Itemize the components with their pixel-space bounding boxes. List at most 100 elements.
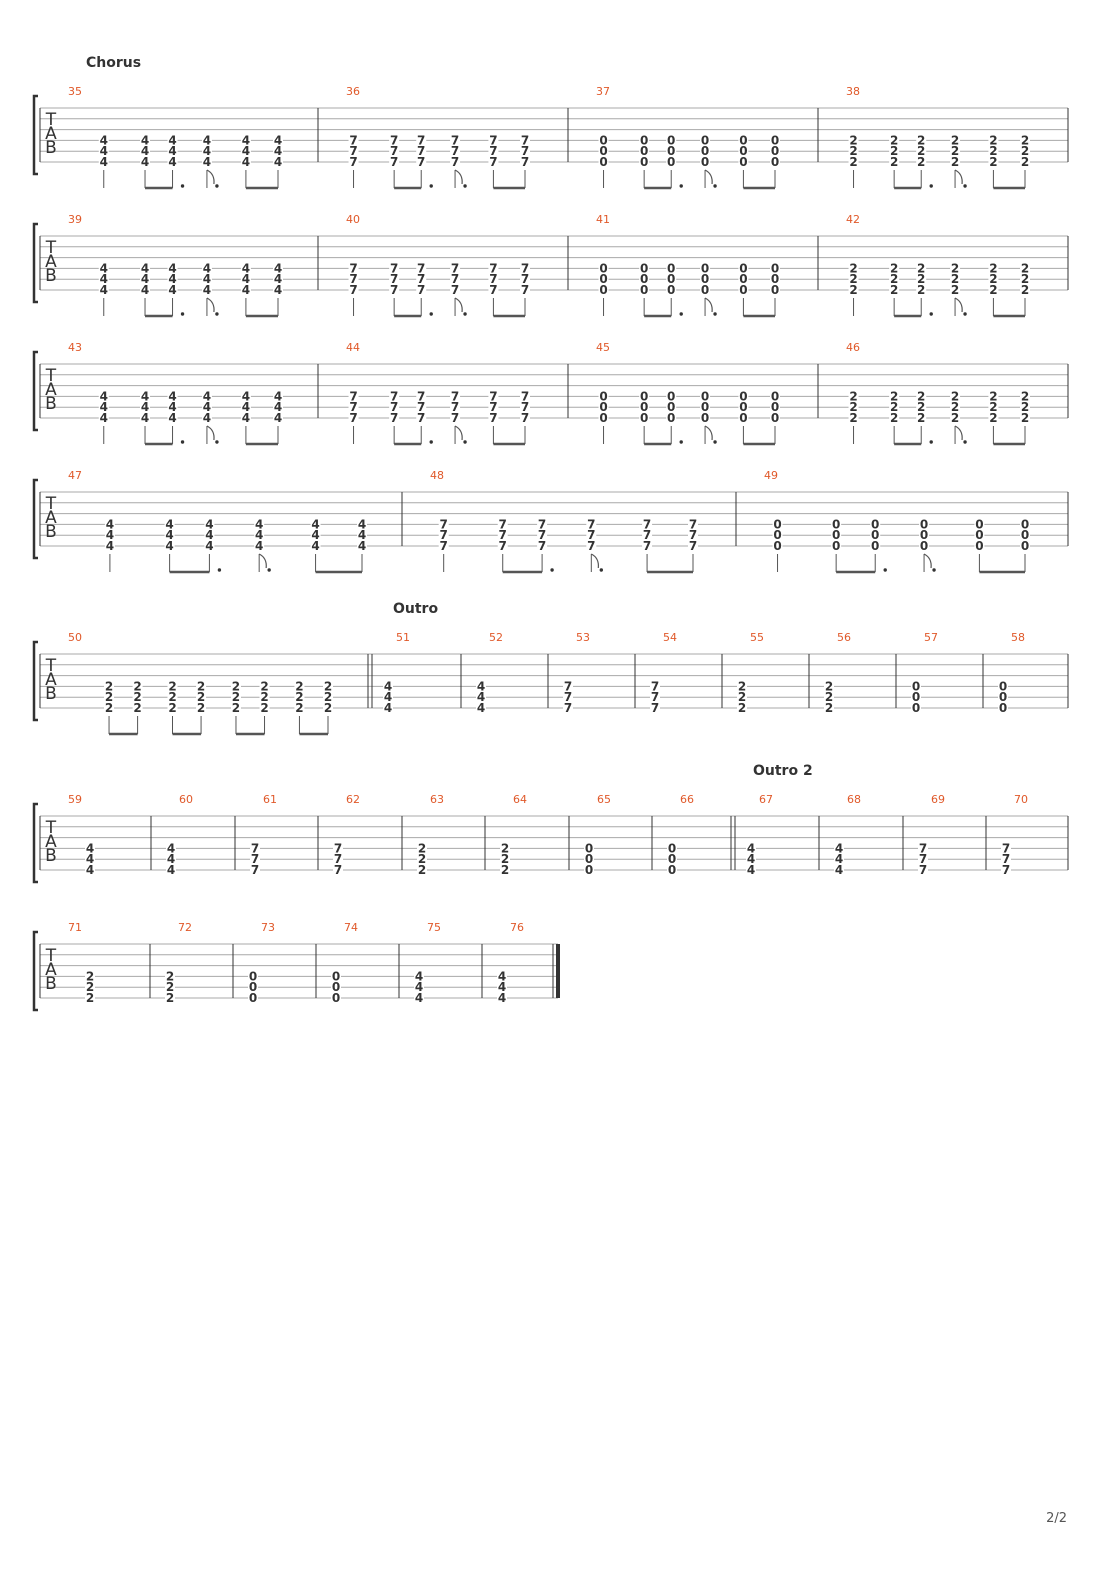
fret-number: 7 [689,528,697,542]
fret-mask [848,284,859,295]
fret-mask [738,401,749,413]
fret-number: 4 [141,389,149,403]
fret-number: 4 [384,690,392,704]
fret-mask [919,540,930,551]
fret-number: 0 [912,690,920,704]
fret-number: 0 [975,539,983,553]
fret-number: 4 [168,272,176,286]
fret-number: 0 [871,539,879,553]
rhythm-dot [929,312,933,316]
fret-number: 7 [251,841,259,855]
fret-mask [1020,412,1030,423]
fret-number: 4 [274,400,282,414]
fret-number: 0 [640,133,648,147]
fret-number: 7 [390,400,398,414]
fret-number: 7 [390,133,398,147]
rhythm-flag [454,297,463,313]
measure-number: 75 [427,921,441,934]
fret-number: 0 [771,155,779,169]
measure-number: 65 [597,793,611,806]
fret-mask [563,680,573,692]
fret-number: 0 [773,539,781,553]
fret-mask [497,992,507,1003]
fret-number: 7 [521,389,529,403]
fret-mask [520,284,530,295]
fret-mask [950,156,961,167]
fret-number: 2 [1021,400,1029,414]
fret-mask [584,853,594,865]
fret-mask [273,156,283,167]
fret-mask [870,518,881,530]
fret-number: 0 [975,517,983,531]
fret-number: 2 [849,261,857,275]
fret-number: 2 [738,701,746,715]
fret-mask [667,842,677,854]
fret-mask [230,680,241,692]
fret-mask [639,401,650,413]
fret-number: 4 [747,852,755,866]
fret-mask [1020,284,1030,295]
fret-number: 2 [295,679,303,693]
fret-mask [988,412,999,423]
fret-number: 7 [349,155,357,169]
fret-mask [165,981,175,993]
fret-mask [1020,401,1030,413]
fret-mask [916,145,927,157]
fret-mask [988,262,999,274]
fret-number: 2 [166,969,174,983]
fret-mask [520,401,530,413]
fret-mask [998,691,1008,703]
fret-number: 4 [100,144,108,158]
fret-number: 0 [332,991,340,1005]
fret-number: 2 [890,133,898,147]
fret-mask [254,518,265,530]
fret-mask [831,540,842,551]
fret-mask [165,992,175,1003]
fret-mask [918,853,928,865]
fret-number: 4 [167,841,175,855]
fret-number: 7 [919,852,927,866]
fret-mask [584,842,594,854]
fret-mask [988,390,999,402]
rhythm-dot [429,184,433,188]
fret-mask [164,529,175,541]
fret-mask [770,390,780,402]
fret-number: 4 [255,528,263,542]
fret-number: 0 [249,969,257,983]
fret-number: 2 [951,411,959,425]
tab-clef-letter: A [45,380,57,400]
fret-mask [294,702,305,713]
fret-number: 7 [349,400,357,414]
fret-mask [746,864,756,875]
fret-mask [85,970,95,982]
fret-mask [85,864,95,875]
tab-system: TAB3544444444444444444436777777777777777… [32,85,1069,190]
fret-number: 7 [521,261,529,275]
fret-number: 7 [417,389,425,403]
fret-number: 2 [951,400,959,414]
fret-mask [98,284,109,295]
fret-mask [167,401,178,413]
fret-mask [520,273,530,285]
fret-mask [598,134,609,146]
fret-mask [259,702,270,713]
fret-mask [417,864,427,875]
tab-clef-letter: T [45,238,57,258]
fret-number: 7 [538,517,546,531]
fret-mask [259,691,270,703]
fret-number: 2 [324,690,332,704]
fret-mask [254,540,265,551]
fret-number: 2 [890,283,898,297]
fret-number: 0 [739,411,747,425]
fret-mask [919,518,930,530]
measure-number: 72 [178,921,192,934]
fret-number: 4 [203,272,211,286]
fret-number: 7 [451,155,459,169]
fret-number: 0 [773,528,781,542]
